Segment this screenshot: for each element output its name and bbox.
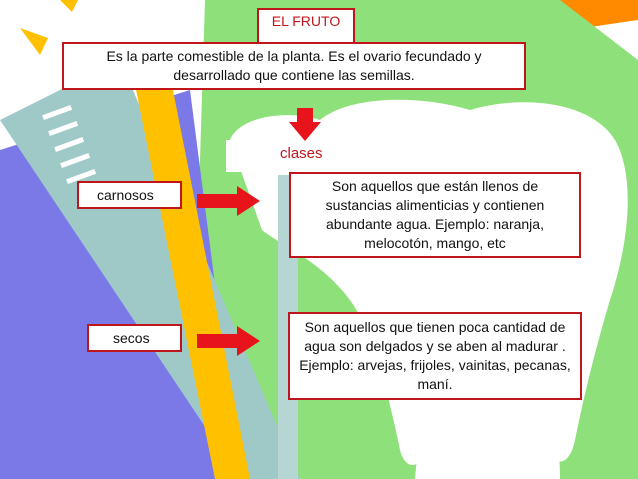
arrow-right-icon	[197, 186, 260, 216]
definition-box: Es la parte comestible de la planta. Es …	[62, 42, 526, 90]
type-description-secos: Son aquellos que tienen poca cantidad de…	[299, 319, 571, 392]
title-box: EL FRUTO	[257, 8, 355, 46]
type-description-box-carnosos: Son aquellos que están llenos de sustanc…	[289, 172, 581, 258]
arrow-down-icon	[289, 108, 321, 141]
yellow-triangle-top	[60, 0, 78, 12]
yellow-triangle-left	[20, 28, 48, 55]
definition-text: Es la parte comestible de la planta. Es …	[106, 48, 482, 83]
type-label-secos: secos	[113, 329, 150, 346]
type-description-box-secos: Son aquellos que tienen poca cantidad de…	[288, 312, 582, 400]
yellow-stripe	[130, 50, 250, 479]
clases-label: clases	[280, 145, 323, 162]
page-title: EL FRUTO	[271, 13, 341, 29]
type-label-box-carnosos: carnosos	[77, 181, 182, 209]
type-label-carnosos: carnosos	[97, 186, 154, 203]
type-label-box-secos: secos	[87, 324, 182, 352]
white-block	[226, 140, 278, 172]
toothbrush-bristles	[42, 104, 97, 184]
arrow-right-icon	[197, 326, 260, 356]
type-description-carnosos: Son aquellos que están llenos de sustanc…	[325, 178, 545, 251]
